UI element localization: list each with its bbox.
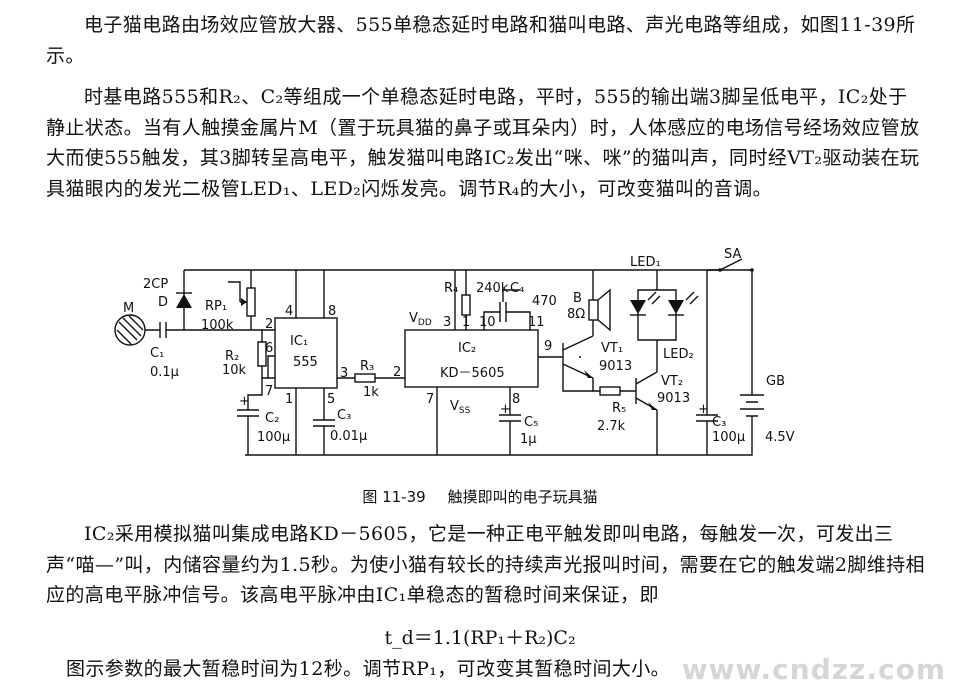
diode-d <box>176 294 192 308</box>
label-r3-val: 1k <box>363 385 379 400</box>
label-c3a-val: 0.01μ <box>330 429 367 444</box>
label-gb-val: 4.5V <box>765 430 795 445</box>
ic2-kd5605-box <box>404 329 539 388</box>
led1-symbol <box>630 300 646 314</box>
label-r4-val: 240k <box>476 281 509 296</box>
capacitor-c4 <box>499 302 507 322</box>
label-vt1: VT₁ <box>601 341 623 356</box>
formula-td: t_d＝1.1(RP₁＋R₂)C₂ <box>384 627 576 649</box>
label-c1-val: 0.1μ <box>150 365 179 380</box>
label-gb: GB <box>766 374 785 389</box>
figure-title: 触摸即叫的电子玩具猫 <box>447 488 598 506</box>
label-vdd: VDD <box>409 311 432 328</box>
speaker-b <box>588 299 599 321</box>
label-ic1-type: 555 <box>293 355 318 370</box>
label-c5-val: 1μ <box>520 432 537 447</box>
figure-caption: 图 11-39 触摸即叫的电子玩具猫 <box>0 486 960 507</box>
label-r5-val: 2.7k <box>597 419 626 434</box>
capacitor-c2 <box>237 409 259 417</box>
figure-number: 图 11-39 <box>362 488 426 506</box>
label-b: B <box>573 291 582 306</box>
pin-2: 2 <box>265 317 273 332</box>
pin-7: 7 <box>265 384 273 399</box>
pin-q10: 10 <box>479 315 496 330</box>
label-ic1: IC₁ <box>290 334 308 349</box>
pin-q3: 3 <box>443 315 451 330</box>
pin-q2: 2 <box>393 365 401 380</box>
label-ic2-type: KD－5605 <box>440 366 505 381</box>
label-c3b-plus: + <box>698 402 709 417</box>
label-c3b: C₃ <box>712 415 726 430</box>
label-m: M <box>123 301 134 316</box>
metal-plate-hatch <box>116 315 144 345</box>
label-c5-plus: + <box>500 402 511 417</box>
label-rp1-val: 100k <box>201 318 234 333</box>
paragraph-intro: 电子猫电路由场效应管放大器、555单稳态延时电路和猫叫电路、声光电路等组成，如图… <box>46 14 916 67</box>
label-r4: R₄ <box>444 281 458 296</box>
label-r3: R₃ <box>360 359 374 374</box>
label-d-type: 2CP <box>143 277 168 292</box>
pin-q11: 11 <box>528 315 545 330</box>
label-c2-plus: + <box>239 394 250 409</box>
pin-4: 4 <box>285 304 293 319</box>
label-vt2: VT₂ <box>661 374 683 389</box>
resistor-r4 <box>461 294 471 316</box>
potentiometer-rp1 <box>246 287 256 317</box>
pin-q9: 9 <box>544 339 552 354</box>
label-c4-val: 470 <box>532 294 557 309</box>
label-r2: R₂ <box>225 349 239 364</box>
paragraph-conclusion: 图示参数的最大暂稳时间为12秒。调节RP₁，可改变其暂稳时间大小。 <box>66 658 671 680</box>
paragraph-principle: 时基电路555和R₂、C₂等组成一个单稳态延时电路，平时，555的输出端3脚呈低… <box>46 86 920 200</box>
label-sa: SA <box>724 247 741 262</box>
resistor-r5 <box>599 386 621 396</box>
battery-gb <box>740 394 764 417</box>
ic1-vcc-wires <box>295 270 325 318</box>
label-vss: VSS <box>450 399 471 416</box>
pin-6: 6 <box>265 341 273 356</box>
label-led1: LED₁ <box>630 255 661 270</box>
label-c1: C₁ <box>150 346 164 361</box>
label-c5: C₅ <box>524 415 538 430</box>
watermark: www.cndzz.com <box>681 653 946 686</box>
resistor-r3 <box>354 373 376 383</box>
label-vt1-type: 9013 <box>599 359 632 374</box>
pin-8: 8 <box>328 304 336 319</box>
led-wires <box>637 270 677 372</box>
label-rp1: RP₁ <box>205 299 227 314</box>
label-c2: C₂ <box>265 411 279 426</box>
pin-3: 3 <box>340 366 348 381</box>
pin-q8: 8 <box>512 392 520 407</box>
metal-plate-m <box>114 314 146 346</box>
label-r2-val: 10k <box>222 363 247 378</box>
label-led2: LED₂ <box>663 347 694 362</box>
pin-1: 1 <box>285 392 293 407</box>
label-c4: C₄ <box>510 281 524 296</box>
capacitor-c3a <box>313 419 335 427</box>
led2-symbol <box>668 300 684 314</box>
pin-5: 5 <box>327 392 335 407</box>
label-c3b-val: 100μ <box>712 430 745 445</box>
label-r5: R₅ <box>612 401 626 416</box>
ic1-555-box <box>274 317 338 389</box>
pin-q7: 7 <box>426 392 434 407</box>
capacitor-c1 <box>159 322 167 338</box>
paragraph-ic2: IC₂采用模拟猫叫集成电路KD－5605，它是一种正电平触发即叫电路，每触发一次… <box>46 523 925 606</box>
label-c3a: C₃ <box>337 408 351 423</box>
label-b-val: 8Ω <box>567 307 585 322</box>
label-c2-val: 100μ <box>257 430 290 445</box>
label-ic2: IC₂ <box>458 341 476 356</box>
label-d: D <box>158 295 168 310</box>
label-vt2-type: 9013 <box>657 391 690 406</box>
